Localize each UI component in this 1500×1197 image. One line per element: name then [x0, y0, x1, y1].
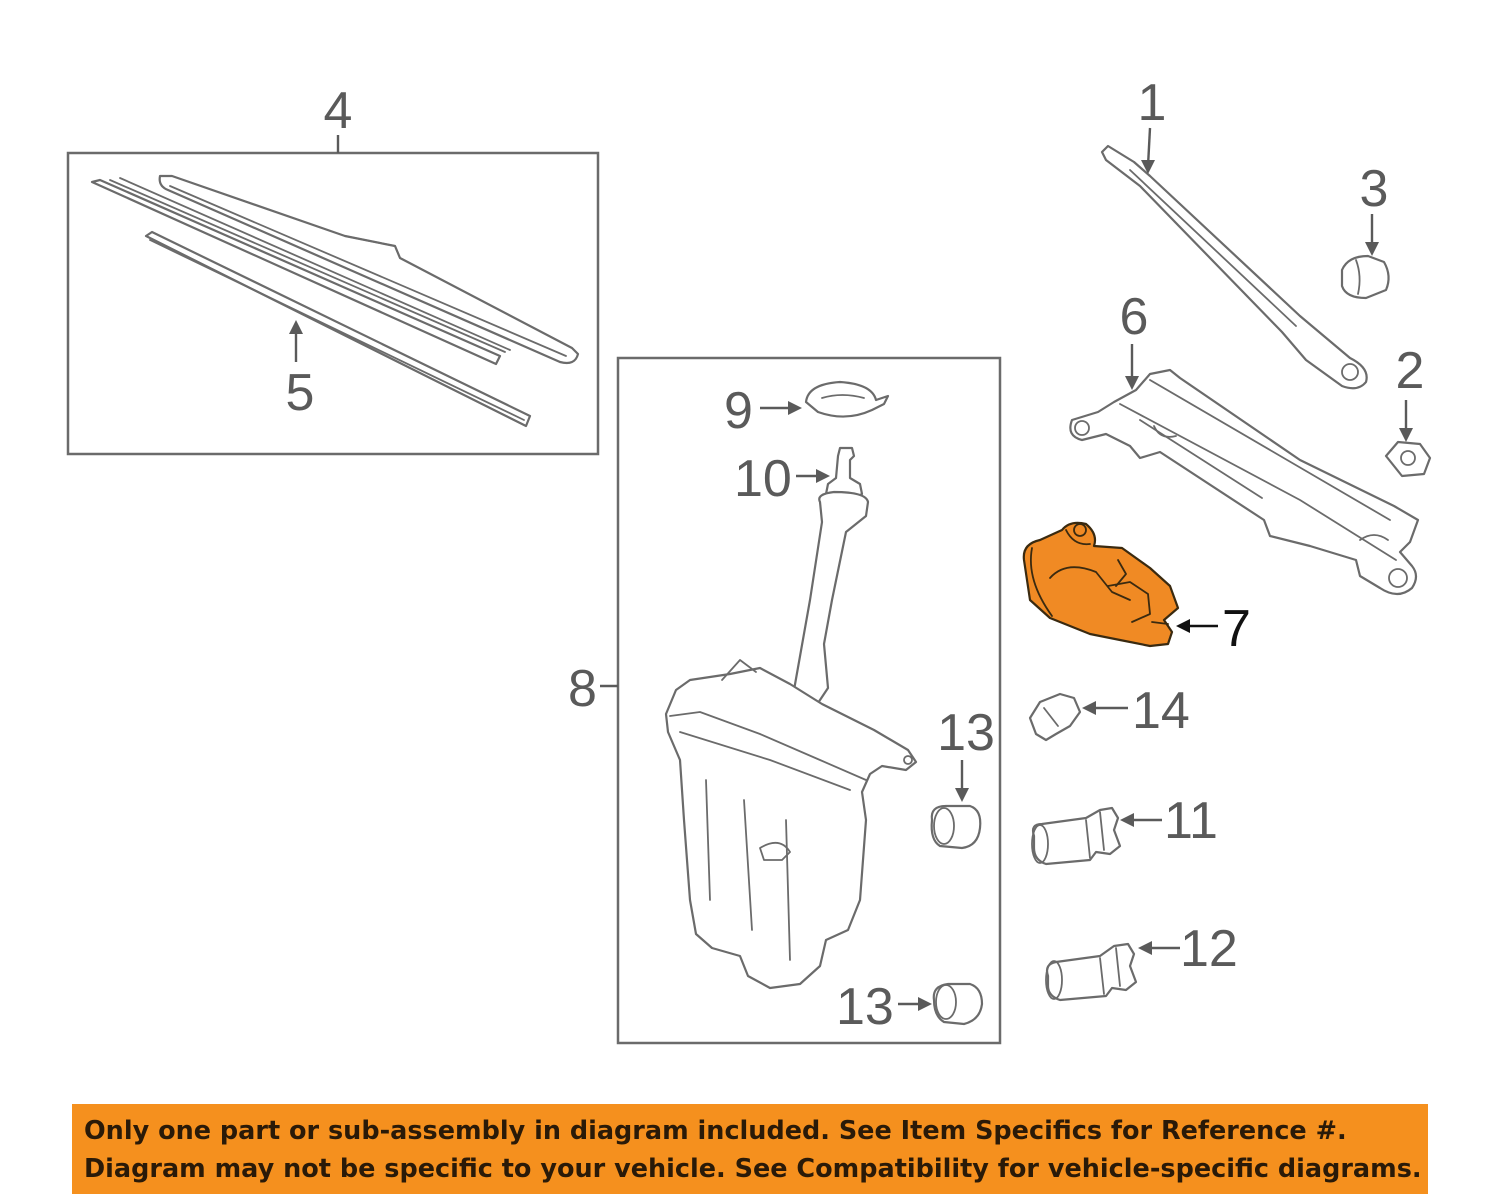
- arrow-13a: [955, 788, 969, 802]
- arrow-11: [1120, 813, 1134, 827]
- reservoir-cap-part[interactable]: [804, 380, 890, 418]
- grommet-part-upper[interactable]: [930, 804, 982, 850]
- arrow-7: [1176, 619, 1190, 633]
- disclaimer-line-1: Only one part or sub-assembly in diagram…: [84, 1116, 1347, 1146]
- wiper-motor-part[interactable]: [1022, 521, 1180, 648]
- callout-5[interactable]: 5: [286, 364, 315, 422]
- washer-pump-part-12[interactable]: [1045, 942, 1138, 1002]
- filler-inlet-part[interactable]: [824, 446, 864, 502]
- arrow-1: [1141, 160, 1155, 174]
- callout-13-lower[interactable]: 13: [836, 978, 894, 1036]
- arrow-5: [289, 320, 303, 334]
- callout-7[interactable]: 7: [1222, 600, 1251, 658]
- arrow-14: [1082, 701, 1096, 715]
- callout-3[interactable]: 3: [1360, 160, 1389, 218]
- callout-8[interactable]: 8: [568, 660, 597, 718]
- callout-6[interactable]: 6: [1120, 288, 1149, 346]
- callout-10[interactable]: 10: [734, 450, 792, 508]
- callout-11[interactable]: 11: [1164, 792, 1218, 850]
- arm-cap-part[interactable]: [1340, 254, 1390, 300]
- callout-9[interactable]: 9: [724, 382, 753, 440]
- arrow-3: [1365, 242, 1379, 256]
- arrow-13b: [918, 997, 932, 1011]
- wiper-linkage-part[interactable]: [1069, 368, 1420, 596]
- washer-reservoir-part[interactable]: [664, 490, 918, 990]
- washer-reservoir-group-box: [616, 356, 1002, 1045]
- wiper-refill-part[interactable]: [144, 230, 532, 428]
- washer-connector-part[interactable]: [1028, 692, 1082, 742]
- grommet-part-lower[interactable]: [932, 982, 984, 1026]
- arrow-6: [1125, 376, 1139, 390]
- callout-14[interactable]: 14: [1132, 682, 1190, 740]
- disclaimer-line-2: Diagram may not be specific to your vehi…: [84, 1154, 1422, 1184]
- washer-pump-part-11[interactable]: [1031, 806, 1122, 866]
- callout-4[interactable]: 4: [324, 82, 353, 140]
- nut-part[interactable]: [1384, 440, 1432, 478]
- arrow-2: [1399, 428, 1413, 442]
- callout-13-upper[interactable]: 13: [937, 704, 995, 762]
- wiper-blade-group-box: [66, 151, 600, 456]
- disclaimer-banner: Only one part or sub-assembly in diagram…: [72, 1104, 1428, 1194]
- arrow-9: [788, 401, 802, 415]
- callout-1[interactable]: 1: [1138, 74, 1167, 132]
- callout-12[interactable]: 12: [1180, 920, 1238, 978]
- wiper-blade-part[interactable]: [90, 174, 580, 366]
- callout-2[interactable]: 2: [1396, 342, 1425, 400]
- wiper-arm-part[interactable]: [1100, 144, 1368, 390]
- arrow-12: [1138, 941, 1152, 955]
- leader-1: [1146, 127, 1152, 167]
- arrow-10: [816, 469, 830, 483]
